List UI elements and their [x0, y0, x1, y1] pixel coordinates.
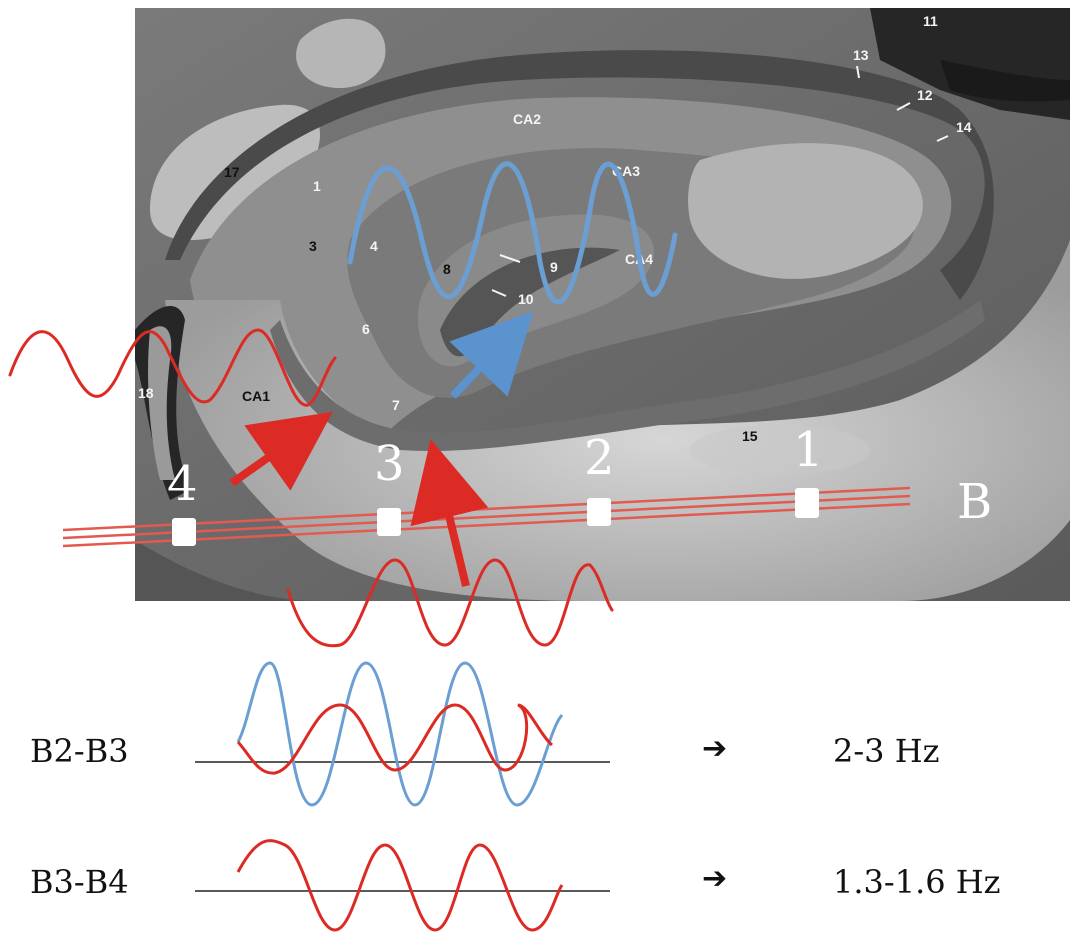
pointer-10	[491, 289, 507, 297]
contact-label-4: 4	[167, 456, 198, 512]
pointer-12	[896, 102, 911, 111]
frequency-b3-b4: 1.3-1.6 Hz	[833, 863, 1001, 901]
electrode-contact-2	[587, 498, 611, 526]
label-7: 7	[392, 397, 400, 413]
label-13: 13	[853, 47, 869, 63]
electrode-label-b: B	[957, 474, 992, 530]
label-10: 10	[518, 291, 534, 307]
label-12: 12	[917, 87, 933, 103]
arrow-b2-b3: ➔	[702, 731, 727, 766]
contact-label-1: 1	[793, 422, 824, 478]
label-8: 8	[443, 261, 451, 277]
number-labels: 1 3 4 6 7 8 9 10 11 12 13 14 15 17 18	[138, 13, 972, 444]
red-wave-b3-b4	[236, 839, 564, 932]
comparison-row-b2-b3: B2-B3 ➔ 2-3 Hz	[30, 661, 939, 807]
mri-image	[135, 8, 1070, 601]
red-wave-b2-b3	[236, 703, 554, 775]
red-wave-ca1	[8, 328, 337, 407]
propagation-arrows	[229, 310, 534, 587]
label-ca2: CA2	[513, 111, 541, 127]
arrow-b3-b4: ➔	[702, 861, 727, 896]
pointer-9	[499, 254, 521, 263]
contact-label-2: 2	[584, 430, 615, 486]
label-3: 3	[309, 238, 317, 254]
label-15: 15	[742, 428, 758, 444]
label-17: 17	[224, 164, 240, 180]
label-pointers	[491, 65, 949, 297]
contact-label-3: 3	[374, 436, 405, 492]
label-4: 4	[370, 238, 378, 254]
overlay-waves	[8, 161, 678, 648]
electrode-contact-4	[172, 518, 196, 546]
label-14: 14	[956, 119, 972, 135]
label-18: 18	[138, 385, 154, 401]
pointer-14	[936, 135, 949, 142]
label-9: 9	[550, 259, 558, 275]
label-11: 11	[923, 13, 938, 29]
pointer-13	[856, 65, 860, 79]
label-ca1: CA1	[242, 388, 270, 404]
red-arrow-to-ca1	[229, 411, 333, 491]
blue-arrow-to-dentate	[449, 310, 534, 399]
blue-wave-b2-b3	[236, 661, 564, 807]
row-label-b2-b3: B2-B3	[30, 732, 129, 770]
row-label-b3-b4: B3-B4	[30, 863, 129, 901]
label-6: 6	[362, 321, 370, 337]
electrode-contact-3	[377, 508, 401, 536]
label-1: 1	[313, 178, 321, 194]
frequency-b2-b3: 2-3 Hz	[833, 732, 939, 770]
comparison-row-b3-b4: B3-B4 ➔ 1.3-1.6 Hz	[30, 839, 1001, 932]
electrode-contact-1	[795, 488, 819, 518]
red-arrow-up	[410, 439, 489, 587]
red-wave-bottom	[286, 558, 614, 648]
blue-wave-top	[347, 161, 678, 305]
